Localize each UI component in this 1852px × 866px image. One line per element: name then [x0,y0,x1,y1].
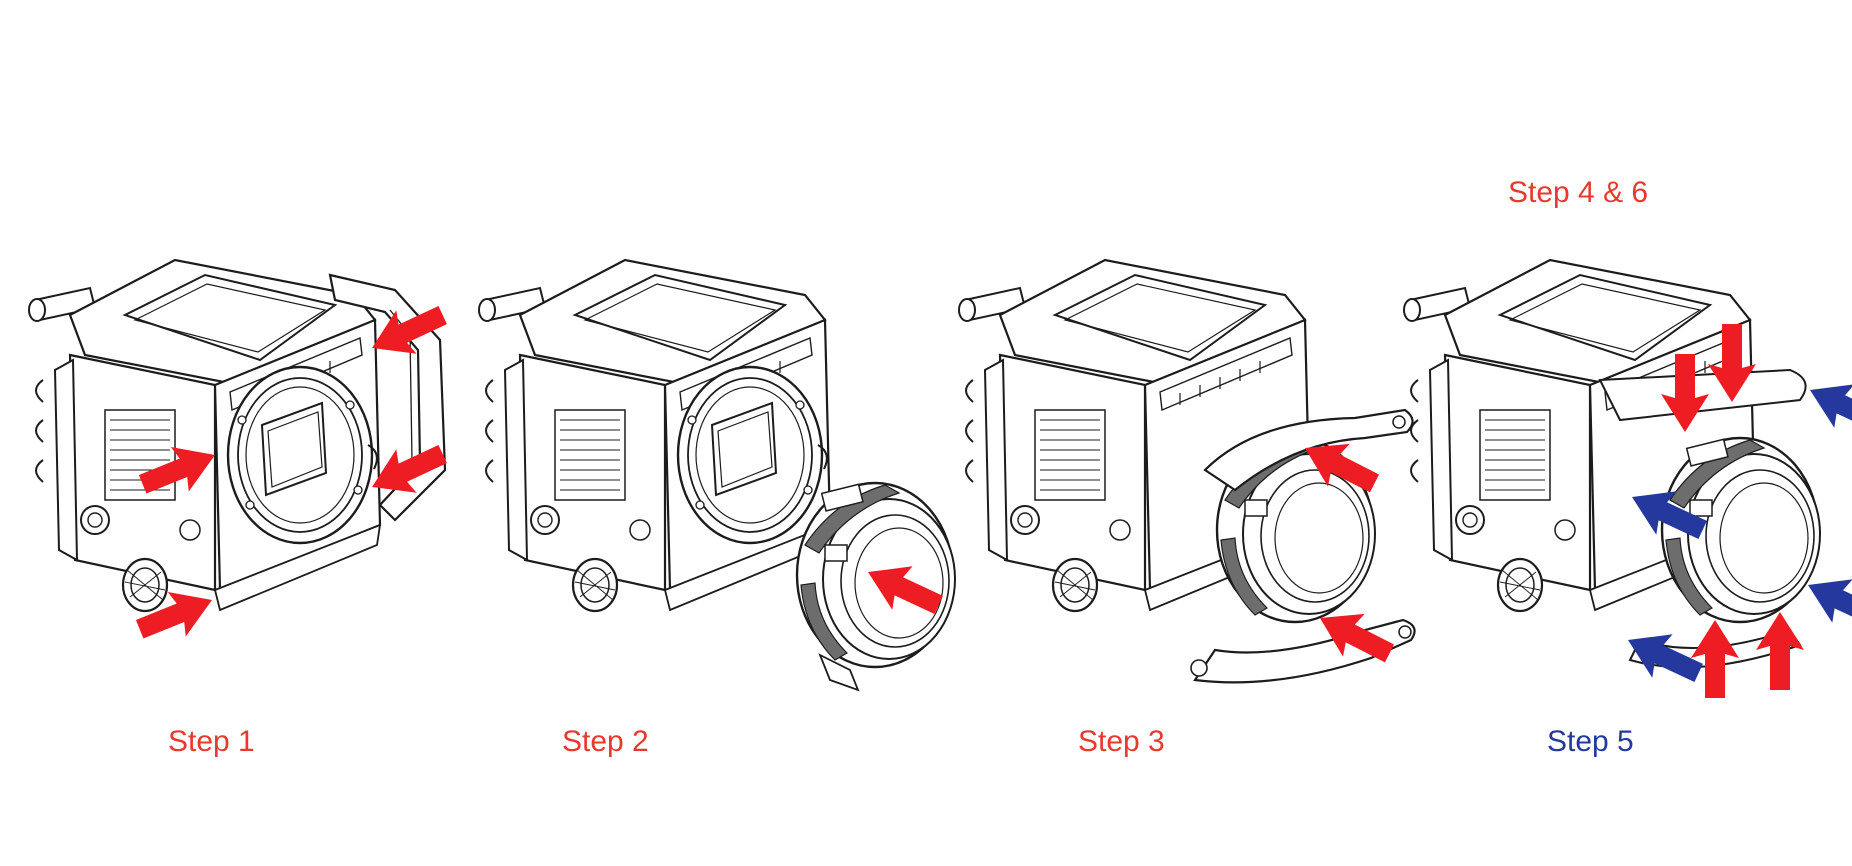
panel-step1 [27,258,453,652]
step5-label: Step 5 [1547,725,1634,758]
step3-label: Step 3 [1078,725,1165,758]
step1-label: Step 1 [168,725,255,758]
panel-step5 [1402,258,1852,698]
arrow-blue-5c [1799,368,1852,445]
step2-label: Step 2 [562,725,649,758]
step4-6-label: Step 4 & 6 [1508,176,1649,209]
panel-step2 [477,258,957,692]
panel-step3 [957,258,1416,684]
